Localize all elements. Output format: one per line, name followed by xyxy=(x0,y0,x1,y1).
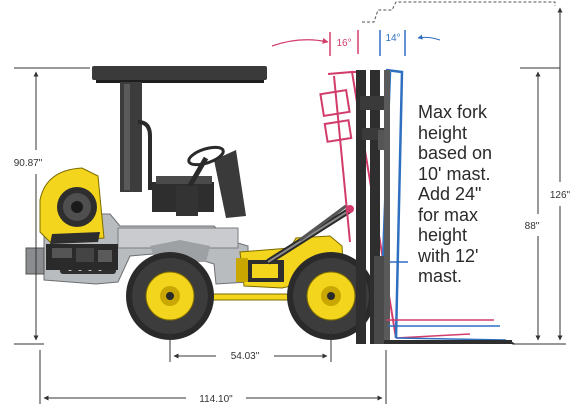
mast-vertical xyxy=(356,70,390,344)
note-line: height xyxy=(418,225,468,245)
wheelbase-label: 54.03" xyxy=(231,351,260,362)
lift-dimension xyxy=(514,67,566,345)
engine-block xyxy=(25,244,118,275)
back-tilt-label: 14° xyxy=(385,33,400,44)
max-lift-label: 126" xyxy=(550,190,571,201)
back-tilt-indicator xyxy=(379,30,441,56)
forward-tilt-label: 16° xyxy=(336,38,351,49)
max-fork-height-note: Max fork height based on 10' mast. Add 2… xyxy=(418,102,528,287)
engine-hood xyxy=(39,167,105,244)
note-line: based on xyxy=(418,143,493,163)
rops-canopy xyxy=(92,66,267,192)
note-line: mast. xyxy=(418,266,463,286)
forks xyxy=(384,319,515,345)
note-line: Max fork xyxy=(418,102,488,122)
rear-wheel xyxy=(126,252,214,340)
overall-length-label: 114.10" xyxy=(199,394,233,405)
operator-seat xyxy=(152,150,246,218)
mast-forward-tilt xyxy=(319,70,471,339)
note-line: with 12' xyxy=(418,245,479,266)
note-line: for max xyxy=(418,204,479,225)
note-line: 10' mast. xyxy=(418,163,491,184)
note-line: Add 24" xyxy=(418,184,482,204)
front-wheel xyxy=(287,252,375,340)
height-dimension xyxy=(14,67,90,345)
note-line: height xyxy=(418,122,468,143)
extended-mast-outline xyxy=(362,1,556,23)
wheelbase-dimension xyxy=(169,330,332,362)
steering-wheel xyxy=(176,145,225,216)
forward-tilt-indicator xyxy=(271,30,359,56)
standard-lift-label: 88" xyxy=(525,221,540,232)
overall-height-label: 90.87" xyxy=(14,158,43,169)
length-dimension xyxy=(39,350,387,404)
